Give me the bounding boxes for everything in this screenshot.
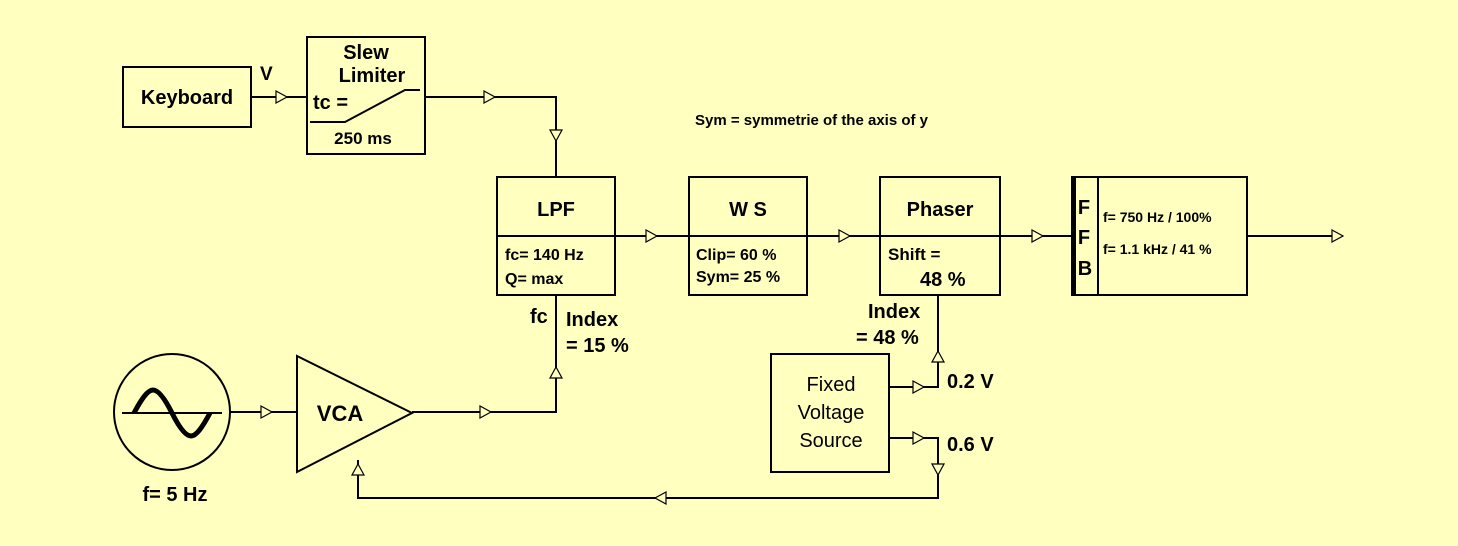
phaser-index-label: Index [868,301,920,323]
ffb-filter-2: f= 1.1 kHz / 41 % [1103,241,1212,257]
waveshaper-symmetry: Sym= 25 % [696,269,780,286]
slew-limiter-title-1: Slew [343,42,389,64]
lpf-block: LPF fc= 140 Hz Q= max [496,176,616,296]
sine-wave-icon [131,387,213,439]
ffb-letter-3: B [1078,258,1092,280]
vca-block: VCA [296,354,415,474]
slew-limiter-title-2: Limiter [339,65,406,87]
lpf-title: LPF [537,199,575,221]
fvs-output-1-label: 0.2 V [947,371,994,393]
waveshaper-block: W S Clip= 60 % Sym= 25 % [688,176,808,296]
phaser-shift-value: 48 % [920,269,966,291]
ffb-letter-1: F [1078,197,1090,219]
keyboard-label: Keyboard [141,87,233,109]
phaser-shift-label: Shift = [888,245,940,264]
keyboard-output-label: V [260,64,273,85]
lpf-mod-input-label: fc [530,306,548,328]
slew-limiter-value: 250 ms [334,129,392,148]
signal-wires [230,96,1335,499]
waveshaper-title: W S [729,199,767,221]
phaser-title: Phaser [907,199,974,221]
phaser-block: Phaser Shift = 48 % [879,176,1001,296]
lpf-cutoff: fc= 140 Hz [505,247,584,264]
phaser-index-value: = 48 % [856,327,919,349]
ffb-filter-1: f= 750 Hz / 100% [1103,209,1212,225]
vca-label: VCA [317,401,364,426]
lfo-frequency: f= 5 Hz [142,484,207,506]
slew-ramp-icon [310,89,420,123]
symmetry-note: Sym = symmetrie of the axis of y [695,112,929,129]
waveshaper-clip: Clip= 60 % [696,247,776,264]
lpf-index-label: Index [566,309,618,331]
fvs-line-3: Source [799,430,862,452]
lpf-index-value: = 15 % [566,335,629,357]
slew-limiter-block: Slew Limiter tc = 250 ms [306,36,426,155]
fvs-output-2-label: 0.6 V [947,434,994,456]
ffb-letter-2: F [1078,227,1090,249]
ffb-block: F F B f= 750 Hz / 100% f= 1.1 kHz / 41 % [1071,176,1248,296]
slew-limiter-param: tc = [313,92,348,114]
lfo-oscillator [113,353,231,471]
keyboard-block: Keyboard [122,66,252,128]
fvs-line-2: Voltage [798,402,865,424]
fixed-voltage-source-block: Fixed Voltage Source [770,353,890,473]
lpf-resonance: Q= max [505,271,563,288]
flow-arrows [260,89,1345,506]
fvs-line-1: Fixed [807,374,856,396]
